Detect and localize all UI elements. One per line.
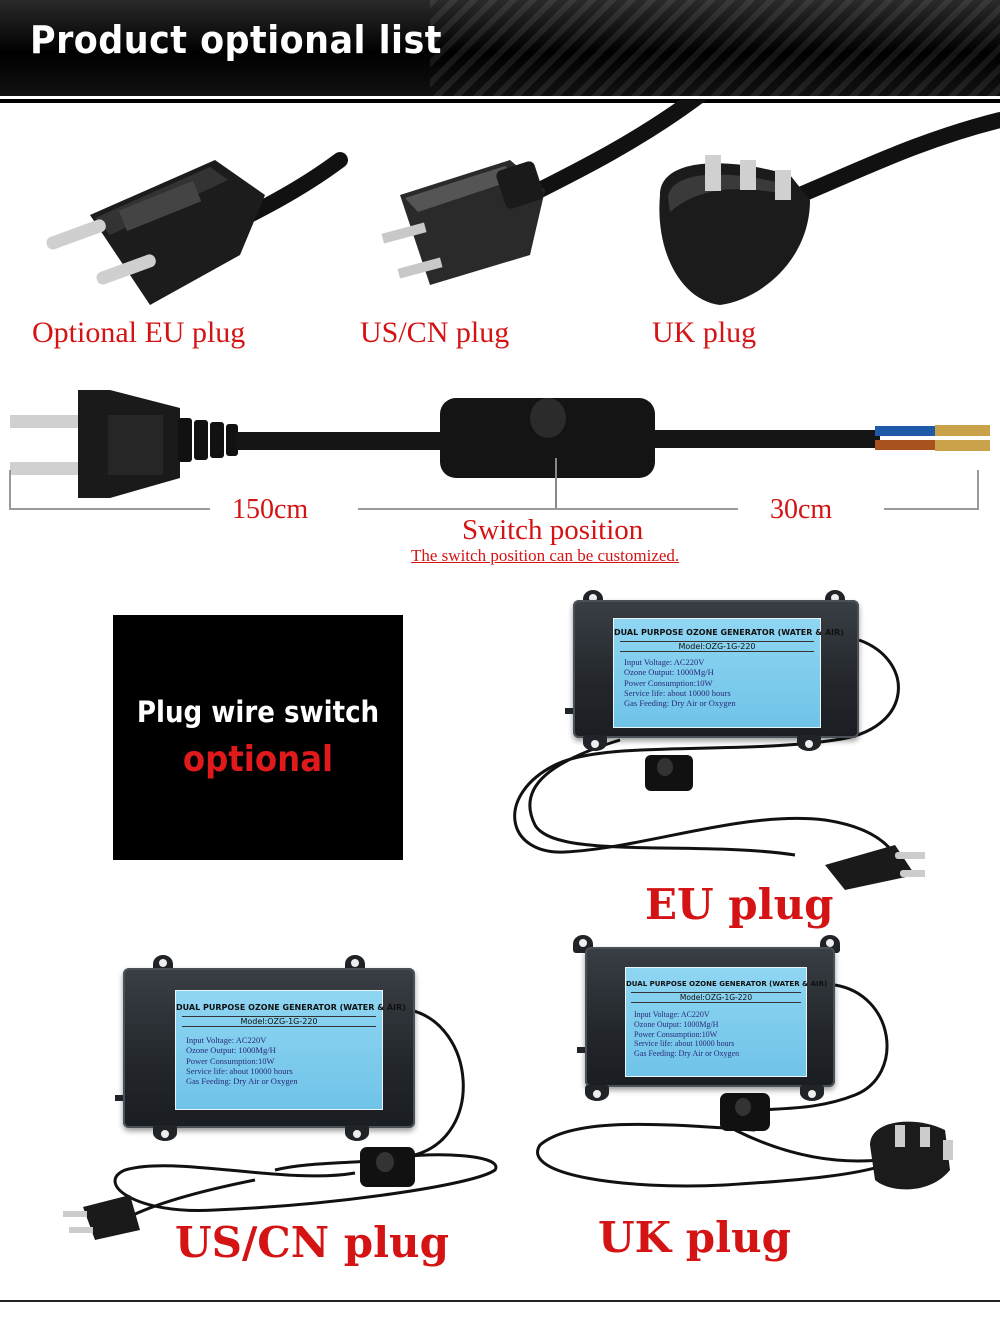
ozone-generator-box: DUAL PURPOSE OZONE GENERATOR (WATER & AI…: [573, 600, 859, 738]
mount-foot: [797, 735, 821, 751]
optional-badge: Plug wire switch optional: [113, 615, 403, 860]
mount-foot: [583, 735, 607, 751]
length-tail-label: 30cm: [770, 494, 833, 525]
cord-main: [236, 432, 446, 450]
eu-variant-product: DUAL PURPOSE OZONE GENERATOR (WATER & AI…: [495, 590, 925, 890]
generator-specs: Input Voltage: AC220V Ozone Output: 1000…: [624, 657, 736, 709]
strain-relief: [178, 418, 238, 462]
length-main-label: 150cm: [232, 494, 309, 525]
generator-specs: Input Voltage: AC220V Ozone Output: 1000…: [634, 1010, 740, 1058]
ozone-generator-box: DUAL PURPOSE OZONE GENERATOR (WATER & AI…: [123, 968, 415, 1128]
generator-model: Model:OZG-1G-220: [631, 992, 801, 1003]
generator-title: DUAL PURPOSE OZONE GENERATOR (WATER & AI…: [176, 1003, 406, 1012]
prong-top: [10, 415, 80, 428]
eu-plug-icon: [46, 160, 265, 305]
spec-label: DUAL PURPOSE OZONE GENERATOR (WATER & AI…: [625, 967, 828, 1077]
generator-title: DUAL PURPOSE OZONE GENERATOR (WATER & AI…: [614, 628, 844, 637]
air-outlet: [565, 708, 573, 714]
mount-foot: [800, 1085, 824, 1101]
eu-plug-label: Optional EU plug: [32, 316, 246, 349]
us-variant-product: DUAL PURPOSE OZONE GENERATOR (WATER & AI…: [55, 955, 505, 1245]
spec-label: DUAL PURPOSE OZONE GENERATOR (WATER & AI…: [613, 618, 844, 728]
optional-badge-line1: Plug wire switch: [136, 695, 380, 729]
dimension-line-middle: [358, 508, 738, 510]
mount-foot: [153, 1125, 177, 1141]
generator-model: Model:OZG-1G-220: [620, 641, 814, 652]
optional-badge-line2: optional: [182, 739, 334, 780]
dimension-line-left: [10, 508, 210, 510]
ozone-generator-box: DUAL PURPOSE OZONE GENERATOR (WATER & AI…: [585, 947, 835, 1087]
uk-plug-label: UK plug: [652, 316, 757, 349]
mount-foot: [345, 1125, 369, 1141]
bottom-divider: [0, 1300, 1000, 1302]
generator-specs: Input Voltage: AC220V Ozone Output: 1000…: [186, 1035, 298, 1087]
uk-cable-drawing: [536, 983, 953, 1190]
plug-types-illustration: [46, 100, 1000, 305]
dimension-line-right: [884, 508, 978, 510]
prong-bottom: [10, 462, 80, 475]
generator-model: Model:OZG-1G-220: [182, 1016, 376, 1027]
us-variant-label: US/CN plug: [175, 1218, 449, 1267]
us-plug-label: US/CN plug: [360, 316, 510, 349]
switch-cable-illustration: [9, 390, 990, 510]
air-outlet: [115, 1095, 123, 1101]
uk-plug-cord: [792, 112, 1000, 203]
generator-title: DUAL PURPOSE OZONE GENERATOR (WATER & AI…: [626, 980, 828, 988]
page-title: Product optional list: [30, 18, 442, 62]
mount-foot: [585, 1085, 609, 1101]
inline-switch: [440, 398, 655, 478]
switch-position-label: Switch position: [462, 514, 644, 546]
eu-cable-drawing: [513, 638, 925, 890]
air-outlet: [577, 1047, 585, 1053]
eu-variant-label: EU plug: [645, 880, 834, 929]
banner-stripe-decoration: [430, 0, 1000, 96]
uk-variant-label: UK plug: [598, 1213, 791, 1262]
header-banner: [0, 0, 1000, 99]
us-plug-icon: [381, 160, 545, 285]
us-cable-drawing: [63, 1008, 498, 1240]
cord-tail: [650, 430, 880, 448]
customize-note: The switch position can be customized.: [411, 546, 680, 565]
uk-plug-icon: [659, 155, 810, 305]
uk-variant-product: DUAL PURPOSE OZONE GENERATOR (WATER & AI…: [525, 935, 980, 1225]
switch-rocker: [530, 398, 566, 438]
spec-label: DUAL PURPOSE OZONE GENERATOR (WATER & AI…: [175, 990, 406, 1110]
